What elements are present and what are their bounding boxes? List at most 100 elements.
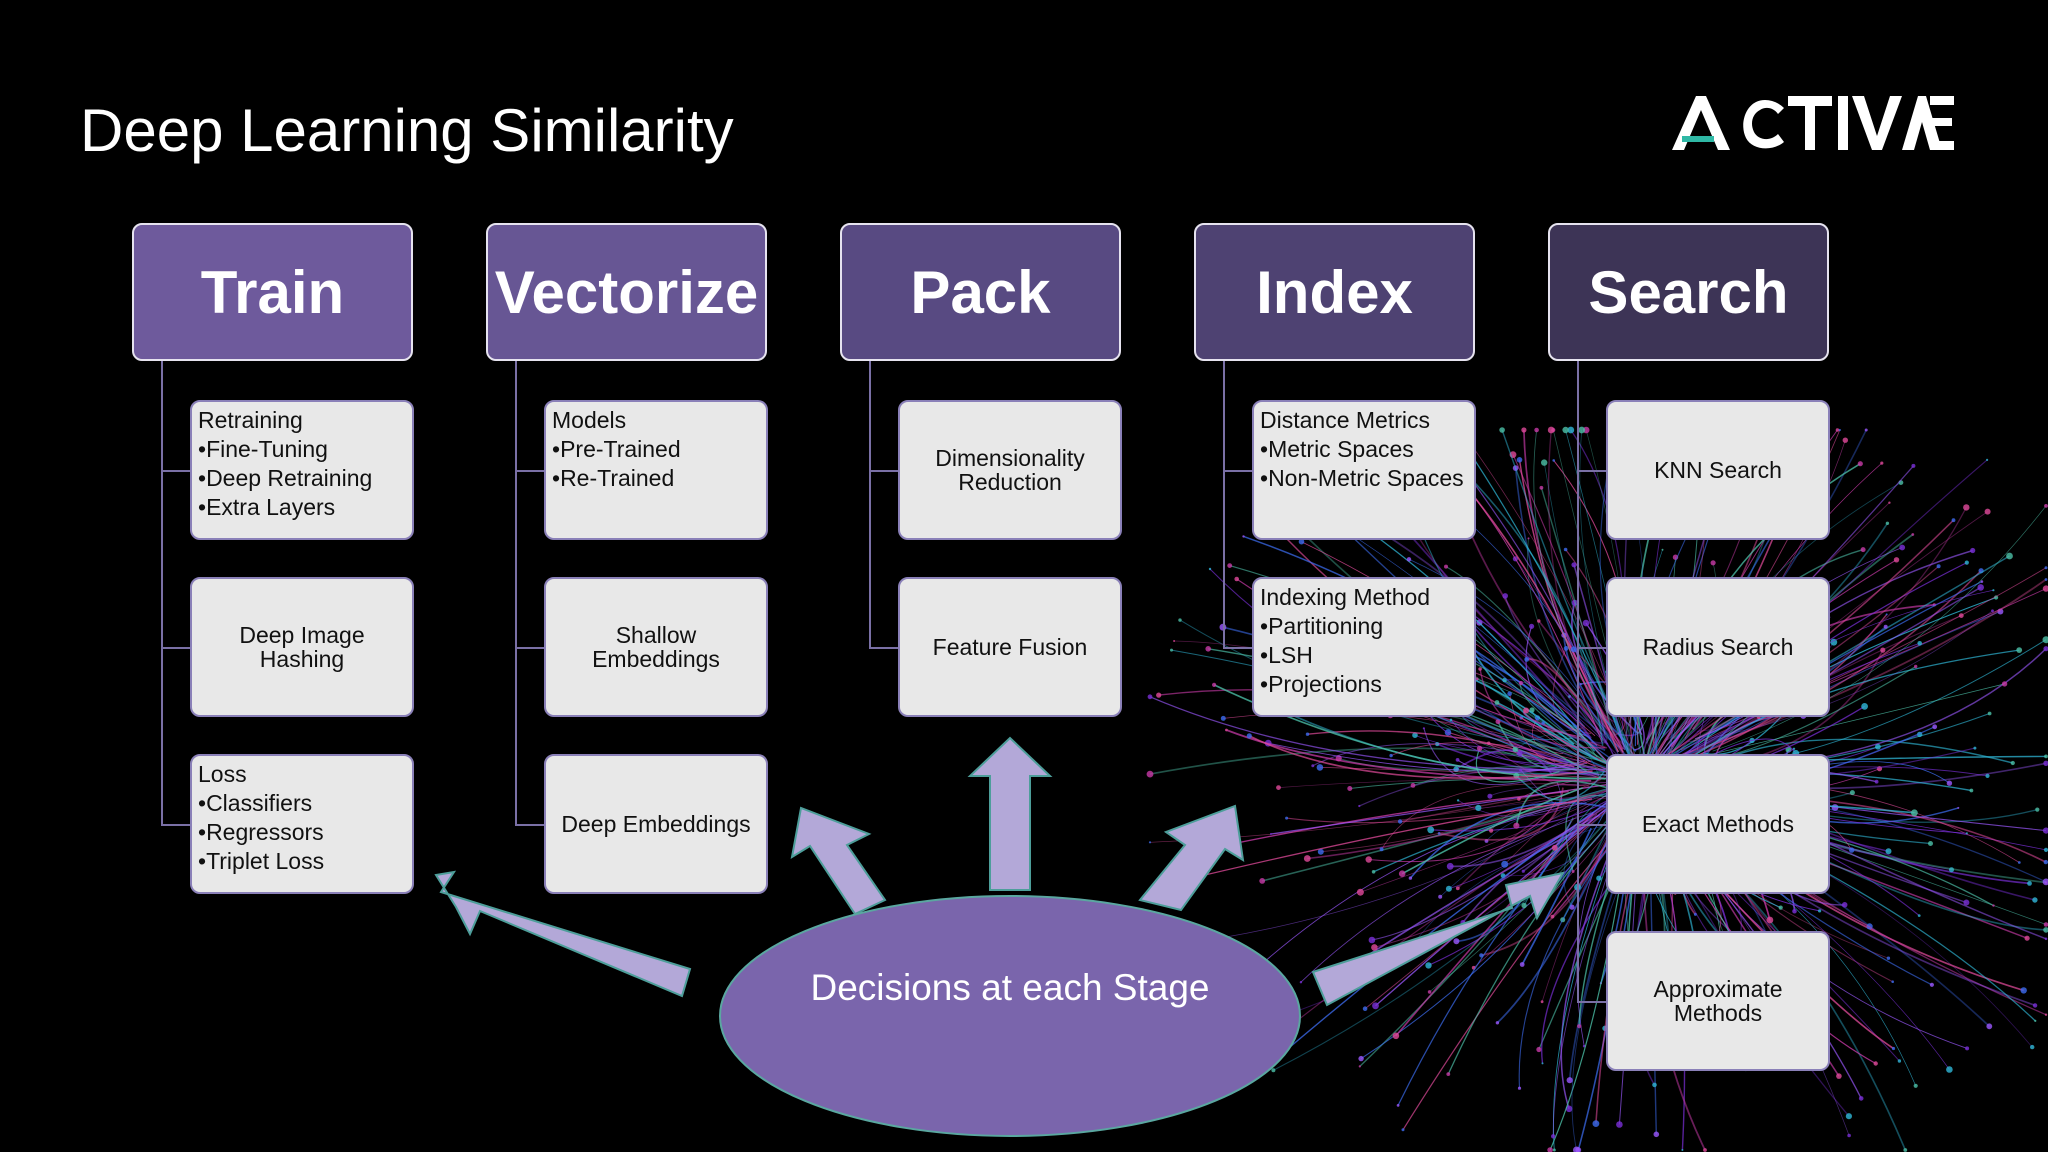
decisions-ellipse bbox=[719, 895, 1301, 1137]
network-node bbox=[2042, 636, 2048, 644]
network-node bbox=[1305, 732, 1310, 736]
stage-header-search: Search bbox=[1548, 223, 1829, 361]
arrow-to-vectorize bbox=[790, 806, 887, 916]
network-node bbox=[1517, 797, 1521, 801]
item-heading: Distance Metrics bbox=[1260, 407, 1430, 433]
network-node bbox=[1427, 826, 1435, 834]
network-node bbox=[1552, 1148, 1556, 1152]
network-edge bbox=[1375, 802, 1614, 1007]
network-node bbox=[1841, 902, 1848, 908]
network-node bbox=[1977, 584, 1984, 591]
network-node bbox=[1519, 962, 1525, 967]
network-node bbox=[1220, 715, 1226, 721]
network-node bbox=[1494, 700, 1500, 705]
network-node bbox=[1973, 746, 1977, 750]
network-node bbox=[1965, 832, 1968, 835]
network-node bbox=[2043, 922, 2048, 927]
network-edge bbox=[1397, 828, 1578, 1106]
network-node bbox=[1703, 1148, 1707, 1152]
network-edge bbox=[1447, 814, 1619, 1075]
arrow-to-index bbox=[1138, 804, 1245, 912]
network-node bbox=[1539, 485, 1544, 490]
stage-item-box: RetrainingFine-TuningDeep RetrainingExtr… bbox=[190, 400, 414, 540]
stage-item-box: Approximate Methods bbox=[1606, 931, 1830, 1071]
network-node bbox=[1521, 869, 1525, 873]
network-node bbox=[2043, 847, 2048, 852]
network-node bbox=[1178, 618, 1182, 622]
network-node bbox=[1499, 427, 1505, 433]
network-node bbox=[1897, 1059, 1902, 1063]
network-node bbox=[1444, 729, 1452, 736]
network-node bbox=[1592, 1120, 1600, 1127]
network-node bbox=[1225, 728, 1228, 732]
network-node bbox=[1547, 1147, 1553, 1152]
network-node bbox=[1874, 779, 1879, 784]
network-node bbox=[1519, 768, 1523, 772]
network-node bbox=[1861, 703, 1868, 710]
network-node bbox=[2043, 859, 2048, 865]
network-node bbox=[1911, 533, 1915, 536]
network-node bbox=[1392, 1032, 1400, 1040]
network-node bbox=[2024, 935, 2030, 941]
network-node bbox=[1259, 878, 1266, 884]
item-bullet-list: Pre-TrainedRe-Trained bbox=[552, 435, 760, 493]
network-node bbox=[1412, 732, 1418, 738]
network-edge bbox=[1248, 735, 1593, 779]
network-node bbox=[2020, 987, 2027, 994]
network-node bbox=[1661, 548, 1664, 551]
network-node bbox=[1957, 806, 1960, 809]
network-node bbox=[1487, 793, 1493, 799]
network-node bbox=[1965, 1046, 1970, 1051]
network-node bbox=[2043, 760, 2048, 766]
network-node bbox=[1455, 886, 1460, 891]
network-node bbox=[2044, 566, 2048, 570]
network-node bbox=[1913, 1083, 1918, 1088]
network-node bbox=[2044, 937, 2048, 941]
network-node bbox=[1271, 1068, 1276, 1073]
network-node bbox=[1563, 547, 1568, 552]
network-node bbox=[1963, 504, 1970, 511]
stage-item-box: Deep Embeddings bbox=[544, 754, 768, 894]
network-node bbox=[1917, 914, 1921, 917]
network-node bbox=[1766, 916, 1774, 924]
network-node bbox=[1818, 909, 1822, 913]
network-node bbox=[1541, 459, 1548, 466]
network-node bbox=[2044, 754, 2048, 759]
stage-item-box: LossClassifiersRegressorsTriplet Loss bbox=[190, 754, 414, 894]
network-node bbox=[1502, 593, 1508, 599]
network-edge bbox=[1520, 682, 1621, 772]
network-edge bbox=[1450, 794, 1617, 868]
network-node bbox=[2044, 578, 2048, 581]
network-node bbox=[1147, 694, 1153, 700]
network-node bbox=[2043, 646, 2048, 652]
network-node bbox=[1513, 822, 1520, 829]
network-node bbox=[1566, 1077, 1573, 1084]
network-node bbox=[1529, 623, 1535, 629]
item-bullet: Pre-Trained bbox=[552, 435, 760, 464]
network-edge bbox=[1504, 679, 1630, 768]
network-node bbox=[1929, 982, 1934, 987]
network-node bbox=[1616, 1121, 1623, 1128]
network-node bbox=[1445, 885, 1452, 892]
network-node bbox=[1552, 459, 1555, 462]
logo-accent bbox=[1682, 136, 1714, 142]
item-bullet: Metric Spaces bbox=[1260, 435, 1468, 464]
network-node bbox=[1509, 451, 1517, 458]
network-node bbox=[1980, 580, 1984, 583]
item-label: Deep Image Hashing bbox=[239, 622, 365, 672]
network-node bbox=[1444, 564, 1448, 569]
network-node bbox=[1838, 428, 1841, 432]
network-node bbox=[2016, 647, 2023, 653]
network-node bbox=[1849, 790, 1855, 796]
network-node bbox=[2027, 881, 2032, 886]
network-node bbox=[1835, 428, 1840, 432]
network-edge bbox=[1460, 439, 1639, 774]
network-node bbox=[1899, 544, 1906, 551]
network-node bbox=[1495, 1021, 1500, 1025]
stage-item-box: Exact Methods bbox=[1606, 754, 1830, 894]
network-node bbox=[1537, 619, 1541, 623]
network-node bbox=[1476, 745, 1483, 752]
stage-header-pack: Pack bbox=[840, 223, 1121, 361]
network-node bbox=[1437, 832, 1441, 835]
network-node bbox=[1883, 624, 1888, 629]
